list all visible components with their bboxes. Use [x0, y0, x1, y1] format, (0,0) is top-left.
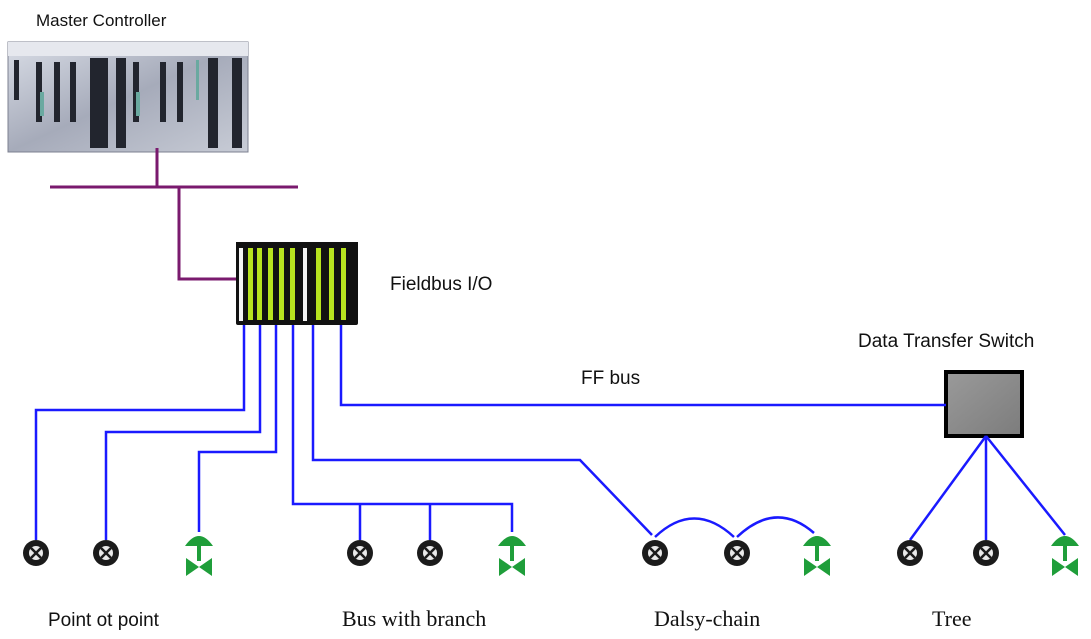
- transmitter-icon: [895, 538, 925, 568]
- fieldbus-io-module: [236, 242, 358, 325]
- topology-label-tree: Tree: [932, 606, 972, 631]
- transmitter-icon: [971, 538, 1001, 568]
- topology-label-point-to-point: Point ot point: [48, 610, 160, 631]
- valve-icon: [185, 536, 213, 576]
- master-controller-label: Master Controller: [36, 11, 167, 30]
- data-transfer-switch-label: Data Transfer Switch: [858, 331, 1034, 352]
- transmitter-icon: [21, 538, 51, 568]
- transmitter-icon: [345, 538, 375, 568]
- valve-icon: [498, 536, 526, 576]
- fieldbus-io-label: Fieldbus I/O: [390, 274, 492, 295]
- fieldbus-lines: [34, 325, 1066, 541]
- valve-icon: [1051, 536, 1079, 576]
- master-controller: [7, 41, 249, 153]
- ff-bus-label: FF bus: [581, 368, 640, 389]
- transmitter-icon: [91, 538, 121, 568]
- transmitter-icon: [722, 538, 752, 568]
- topology-label-daisy-chain: Dalsy-chain: [654, 606, 760, 631]
- controller-link: [50, 148, 298, 281]
- valve-icon: [803, 536, 831, 576]
- topology-label-bus-with-branch: Bus with branch: [342, 606, 486, 631]
- data-transfer-switch: [944, 370, 1024, 438]
- transmitter-icon: [415, 538, 445, 568]
- transmitter-icon: [640, 538, 670, 568]
